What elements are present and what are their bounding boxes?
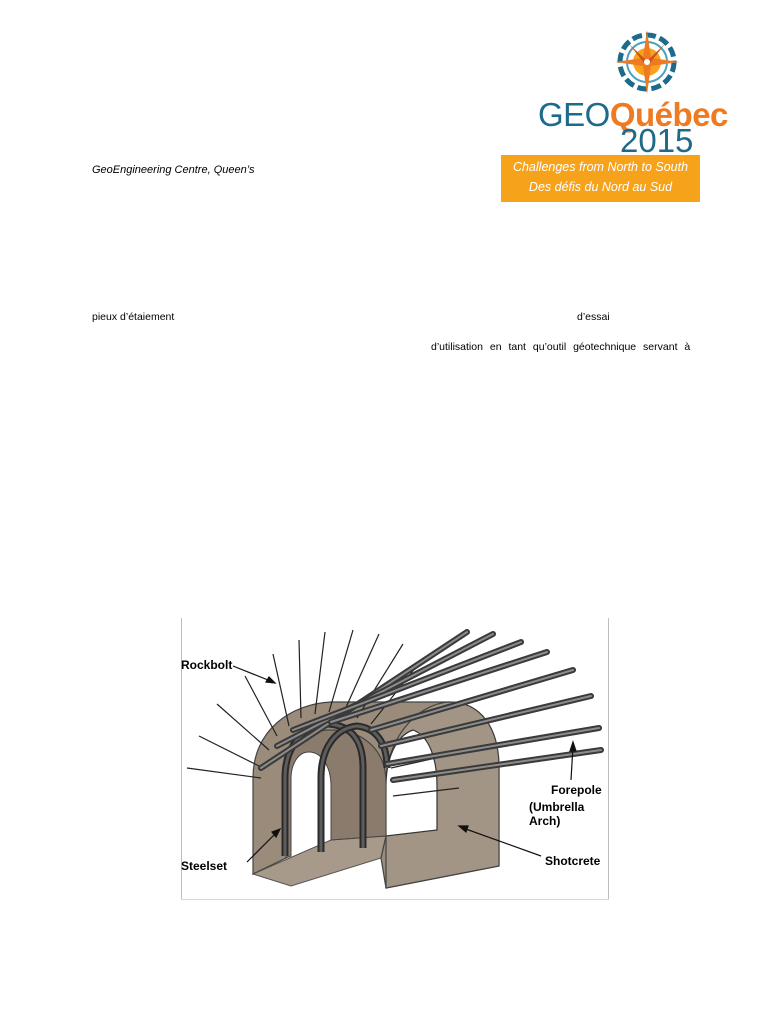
logo-tagline-banner: Challenges from North to South Des défis… (501, 155, 700, 202)
body-text-fragment: d’utilisation en tant qu’outil géotechni… (431, 341, 691, 353)
tagline-french: Des défis du Nord au Sud (528, 180, 673, 194)
logo-year: 2015 (620, 122, 694, 159)
tagline-english: Challenges from North to South (512, 160, 689, 174)
label-steelset: Steelset (181, 859, 228, 873)
tunnel-support-figure: Rockbolt Forepole (Umbrella Arch) Steels… (181, 618, 609, 900)
tunnel-illustration (181, 618, 609, 900)
author-affiliation: GeoEngineering Centre, Queen’s (92, 164, 255, 176)
compass-rose-icon (615, 30, 679, 94)
logo-geo-text: GEO (538, 96, 610, 133)
conference-logo (500, 26, 702, 204)
label-forepole-umbrella: (Umbrella Arch) (529, 800, 585, 828)
logo-quebec-text: Québec (609, 96, 729, 133)
label-rockbolt: Rockbolt (181, 658, 233, 672)
label-shotcrete: Shotcrete (545, 854, 601, 868)
label-forepole: Forepole (551, 783, 602, 797)
body-text-fragment: d’essai (577, 311, 610, 323)
body-text-fragment: pieux d’étaiement (92, 311, 175, 323)
logo-wordmark: GEOQuébec (538, 98, 728, 132)
